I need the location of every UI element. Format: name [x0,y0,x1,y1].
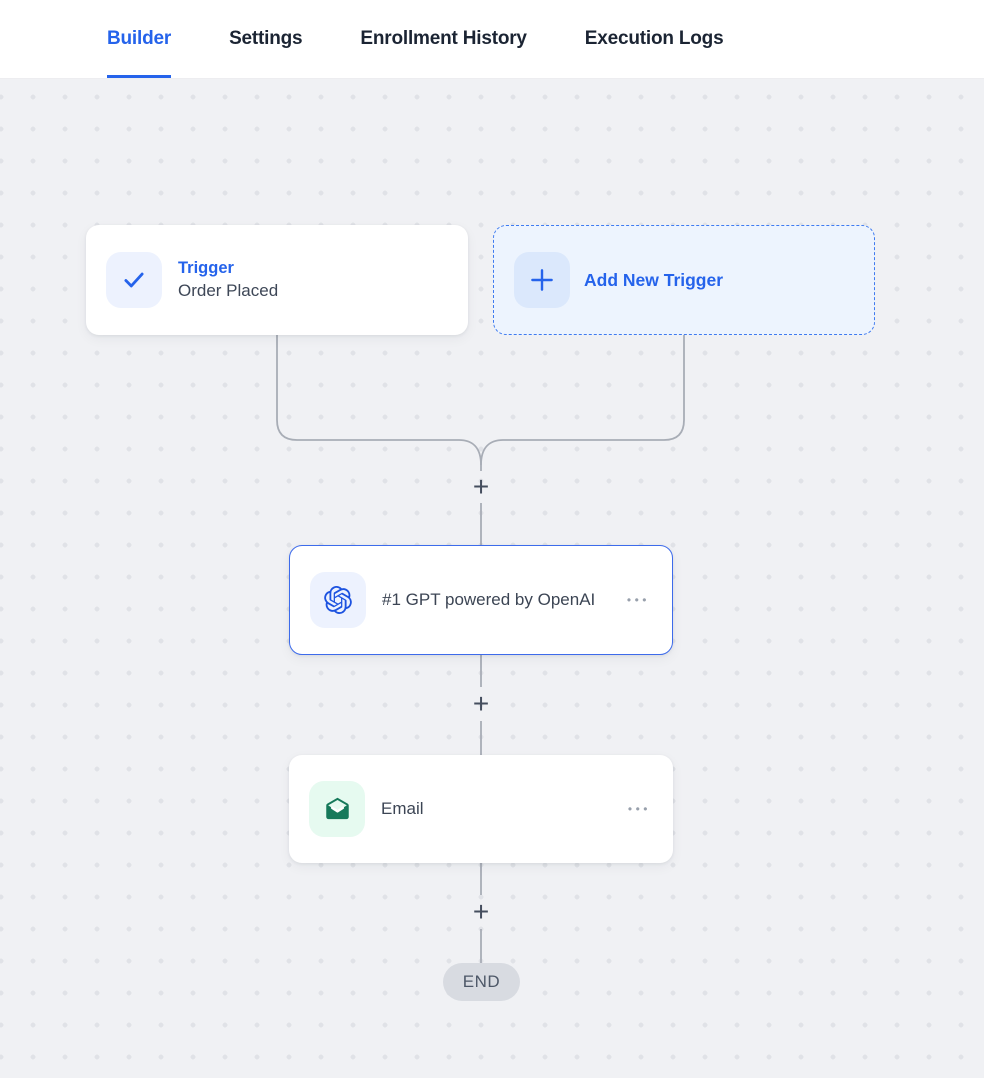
email-node-icon [309,781,365,837]
workflow-tab-bar: Builder Settings Enrollment History Exec… [0,0,984,79]
gpt-node-more-button[interactable]: ••• [626,593,650,607]
trigger-card-subtitle: Order Placed [178,281,279,300]
trigger-check-icon [106,252,162,308]
checkmark-icon [124,272,144,288]
gpt-node-label: #1 GPT powered by OpenAI [382,590,596,609]
email-node-text: Email [381,796,424,822]
add-trigger-plus-icon [514,252,570,308]
tab-execution-logs[interactable]: Execution Logs [584,27,724,49]
tab-enrollment-history[interactable]: Enrollment History [360,27,527,49]
gpt-node-text: #1 GPT powered by OpenAI [382,587,595,613]
add-new-trigger-button[interactable]: Add New Trigger [493,225,875,335]
node-card-email[interactable]: Email ••• [289,755,673,863]
email-node-label: Email [381,799,424,818]
add-step-button-3[interactable]: + [472,896,490,927]
end-node: END [443,963,520,1001]
plus-icon [531,269,553,291]
tab-builder[interactable]: Builder [107,0,171,78]
workflow-canvas[interactable]: Trigger Order Placed Add New Trigger + #… [0,79,984,1078]
open-envelope-icon [325,797,349,819]
add-step-button-1[interactable]: + [472,471,490,502]
add-new-trigger-label: Add New Trigger [584,269,724,290]
tabs: Builder Settings Enrollment History Exec… [107,0,724,78]
trigger-card-text: Trigger Order Placed [178,259,278,301]
tab-settings[interactable]: Settings [229,27,303,49]
node-card-gpt[interactable]: #1 GPT powered by OpenAI ••• [289,545,673,655]
openai-logo-icon [324,586,352,614]
trigger-card[interactable]: Trigger Order Placed [86,225,468,335]
trigger-card-title: Trigger [178,259,234,277]
connector-left-trigger [276,335,482,466]
add-step-button-2[interactable]: + [472,688,490,719]
email-node-more-button[interactable]: ••• [627,802,651,816]
gpt-node-icon [310,572,366,628]
connector-right-trigger [480,335,685,466]
